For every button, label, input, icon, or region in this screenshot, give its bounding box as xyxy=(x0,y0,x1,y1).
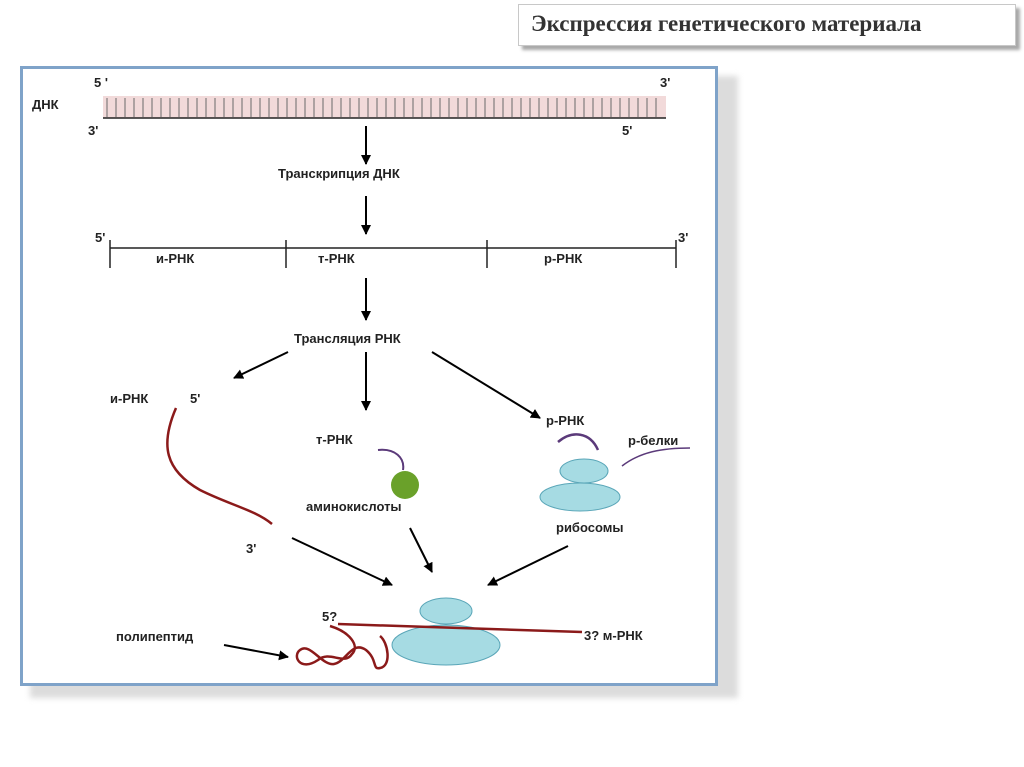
segment-rrna-label: р-РНК xyxy=(544,251,583,266)
rrna-arc xyxy=(557,433,600,451)
dna-top-right-end: 3' xyxy=(660,75,671,90)
r-protein-line xyxy=(621,447,691,467)
amino-acids-label: аминокислоты xyxy=(306,499,402,514)
dna-base-ticks xyxy=(106,98,657,117)
transcription-label: Транскрипция ДНК xyxy=(278,166,400,181)
assembly-three-end-mrna: 3? м-РНК xyxy=(584,628,643,643)
trna-hook xyxy=(377,448,405,471)
trna-label: т-РНК xyxy=(316,432,353,447)
assembly-large-subunit xyxy=(391,624,501,666)
dna-label: ДНК xyxy=(32,97,59,112)
r-proteins-label: р-белки xyxy=(628,433,679,448)
arrow-amino-to-ribosome xyxy=(409,527,433,573)
mrna-label: и-РНК xyxy=(110,391,149,406)
ribosome-small-subunit xyxy=(559,458,609,484)
arrow-to-rrna xyxy=(431,351,541,419)
segment-trna-label: т-РНК xyxy=(318,251,355,266)
polypeptide-chain xyxy=(295,624,389,670)
ribosome-large-subunit xyxy=(539,482,621,512)
assembly-small-subunit xyxy=(419,597,473,625)
arrow-ribosome-to-assembly xyxy=(487,545,569,586)
rna-strand-three-end: 3' xyxy=(678,230,689,245)
title-box: Экспрессия генетического материала xyxy=(518,4,1016,46)
rna-strand-five-end: 5' xyxy=(95,230,106,245)
mrna-five-end: 5' xyxy=(190,391,201,406)
mrna-three-end: 3' xyxy=(246,541,257,556)
dna-bottom-left-end: 3' xyxy=(88,123,99,138)
dna-band xyxy=(103,96,666,118)
polypeptide-label: полипептид xyxy=(116,629,194,644)
arrow-to-mrna xyxy=(233,351,289,379)
mrna-curve xyxy=(166,407,273,525)
arrow-to-polypeptide xyxy=(223,644,289,661)
amino-acid-ball xyxy=(391,471,419,499)
assembly-mrna-strand xyxy=(337,622,583,634)
diagram-frame xyxy=(20,66,718,686)
arrow-mrna-to-ribosome xyxy=(291,537,393,586)
dna-bottom-right-end: 5' xyxy=(622,123,633,138)
rrna-label: р-РНК xyxy=(546,413,585,428)
assembly-five-end: 5? xyxy=(322,609,338,624)
translation-label: Трансляция РНК xyxy=(294,331,401,346)
page-title: Экспрессия генетического материала xyxy=(531,11,922,36)
segment-mrna-label: и-РНК xyxy=(156,251,195,266)
dna-top-left-end: 5 ' xyxy=(94,75,108,90)
ribosomes-label: рибосомы xyxy=(556,520,624,535)
